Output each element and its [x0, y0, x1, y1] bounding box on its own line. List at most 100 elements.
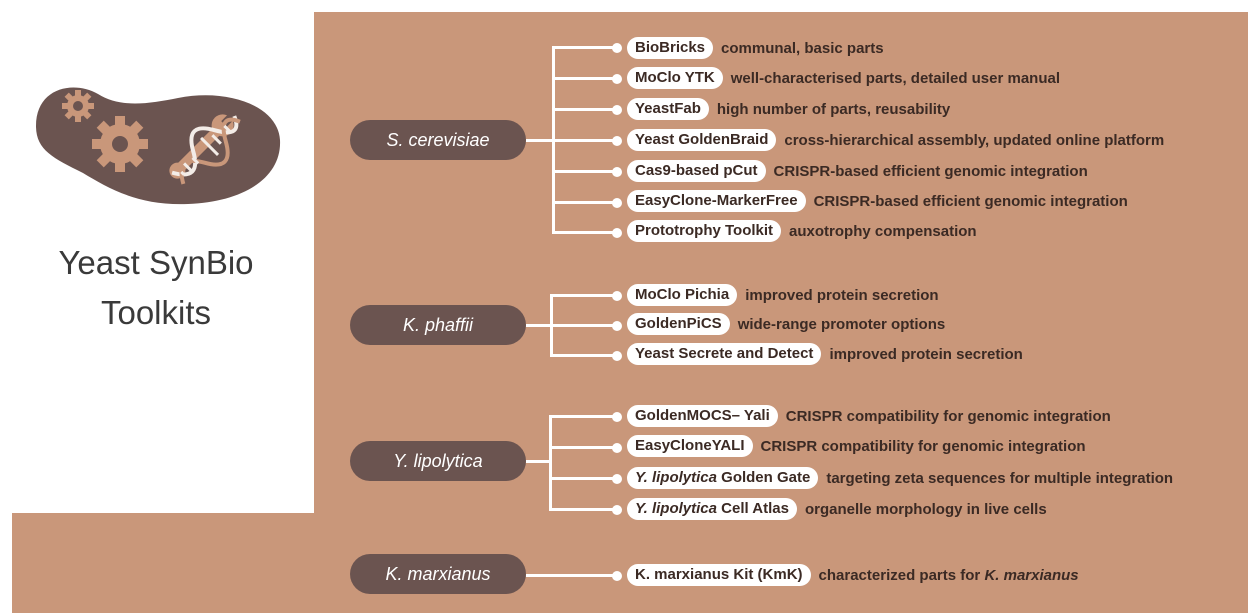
title-line-2: Toolkits — [100, 294, 212, 331]
species-pill-y-lipolytica: Y. lipolytica — [350, 441, 526, 481]
connector-dot — [612, 412, 622, 422]
connector — [549, 415, 614, 418]
connector-dot — [612, 505, 622, 515]
toolkit-row: BioBricks communal, basic parts — [627, 37, 884, 59]
toolkit-desc: cross-hierarchical assembly, updated onl… — [784, 131, 1165, 149]
toolkit-row: K. marxianus Kit (KmK) characterized part… — [627, 564, 1079, 586]
connector-dot — [612, 228, 622, 238]
toolkit-row: GoldenPiCS wide-range promoter options — [627, 313, 945, 335]
connector — [526, 460, 552, 463]
toolkit-desc: CRISPR-based efficient genomic integrati… — [813, 192, 1128, 210]
toolkit-desc: targeting zeta sequences for multiple in… — [826, 469, 1174, 487]
connector-dot — [612, 571, 622, 581]
toolkit-name: EasyClone-MarkerFree — [627, 190, 806, 212]
toolkit-name-rest: Golden Gate — [716, 469, 811, 486]
toolkit-desc: improved protein secretion — [829, 345, 1023, 363]
species-label: S. cerevisiae — [386, 129, 490, 150]
toolkit-name-rest: Cell Atlas — [716, 500, 789, 517]
toolkit-row: Yeast Secrete and Detect improved protein… — [627, 343, 1023, 365]
connector — [549, 477, 614, 480]
gear-icon — [92, 116, 148, 172]
connector-dot — [612, 105, 622, 115]
species-pill-s-cerevisiae: S. cerevisiae — [350, 120, 526, 160]
toolkit-name: GoldenPiCS — [627, 313, 730, 335]
species-name-italic: K. marxianus — [984, 566, 1079, 584]
connector — [550, 354, 614, 357]
connector — [552, 108, 614, 111]
toolkit-name: MoClo YTK — [627, 67, 723, 89]
connector-dot — [612, 443, 622, 453]
toolkit-row: Y. lipolytica Cell Atlas organelle morpho… — [627, 498, 1047, 520]
connector — [526, 139, 554, 142]
toolkit-desc: communal, basic parts — [721, 39, 884, 57]
toolkit-name: Yeast GoldenBraid — [627, 129, 777, 151]
toolkit-desc: well-characterised parts, detailed user … — [730, 69, 1061, 87]
toolkit-row: EasyClone-MarkerFree CRISPR-based efficie… — [627, 190, 1128, 212]
species-pill-k-phaffii: K. phaffii — [350, 305, 526, 345]
toolkit-row: Yeast GoldenBraid cross-hierarchical asse… — [627, 129, 1164, 151]
toolkit-desc: wide-range promoter options — [737, 315, 946, 333]
connector — [552, 77, 614, 80]
toolkit-desc: CRISPR-based efficient genomic integrati… — [773, 162, 1088, 180]
toolkit-row: Cas9-based pCut CRISPR-based efficient ge… — [627, 160, 1088, 182]
connector-dot — [612, 474, 622, 484]
toolkit-name: K. marxianus Kit (KmK) — [627, 564, 811, 586]
toolkit-name: BioBricks — [627, 37, 714, 59]
toolkit-row: MoClo Pichia improved protein secretion — [627, 284, 939, 306]
toolkit-desc: CRISPR compatibility for genomic integra… — [760, 437, 1086, 455]
toolkit-name: Cas9-based pCut — [627, 160, 766, 182]
toolkit-row: Prototrophy Toolkit auxotrophy compensati… — [627, 220, 977, 242]
species-label: K. phaffii — [402, 314, 474, 335]
toolkit-row: YeastFab high number of parts, reusabilit… — [627, 98, 950, 120]
bottom-band — [12, 513, 1248, 613]
connector-dot — [612, 43, 622, 53]
page-title: Yeast SynBio Toolkits — [40, 238, 272, 338]
connector-dot — [612, 291, 622, 301]
toolkit-row: EasyCloneYALI CRISPR compatibility for ge… — [627, 435, 1086, 457]
toolkit-desc: high number of parts, reusability — [716, 100, 951, 118]
connector-dot — [612, 198, 622, 208]
connector — [549, 508, 614, 511]
connector — [526, 324, 554, 327]
logo — [36, 87, 281, 205]
connector — [552, 170, 614, 173]
toolkit-name: Prototrophy Toolkit — [627, 220, 782, 242]
connector-dot — [612, 167, 622, 177]
toolkit-name: EasyCloneYALI — [627, 435, 753, 457]
species-name-italic: Y. lipolytica — [635, 469, 717, 486]
toolkit-desc: organelle morphology in live cells — [804, 500, 1047, 518]
toolkit-name: Y. lipolytica Cell Atlas — [627, 498, 797, 520]
toolkit-row: MoClo YTK well-characterised parts, detai… — [627, 67, 1060, 89]
toolkit-desc: characterized parts for K. marxianus — [819, 567, 1079, 584]
bracket — [549, 415, 552, 510]
connector-dot — [612, 321, 622, 331]
connector — [552, 46, 614, 49]
connector — [550, 294, 614, 297]
toolkit-row: Y. lipolytica Golden Gate targeting zeta … — [627, 467, 1173, 489]
toolkit-desc: auxotrophy compensation — [789, 222, 977, 240]
connector-dot — [612, 74, 622, 84]
species-name-italic: Y. lipolytica — [635, 500, 717, 517]
connector — [550, 324, 614, 327]
toolkit-desc: CRISPR compatibility for genomic integra… — [785, 407, 1111, 425]
toolkit-name: GoldenMOCS– Yali — [627, 405, 778, 427]
toolkit-row: GoldenMOCS– Yali CRISPR compatibility for… — [627, 405, 1111, 427]
connector — [552, 201, 614, 204]
connector — [549, 446, 614, 449]
toolkit-name: YeastFab — [627, 98, 709, 120]
connector — [526, 574, 614, 577]
toolkit-desc-text: characterized parts for — [818, 566, 985, 584]
toolkit-name: MoClo Pichia — [627, 284, 738, 306]
species-pill-k-marxianus: K. marxianus — [350, 554, 526, 594]
species-label: Y. lipolytica — [393, 450, 483, 471]
toolkit-name: Yeast Secrete and Detect — [627, 343, 822, 365]
species-label: K. marxianus — [385, 563, 491, 584]
connector-dot — [612, 351, 622, 361]
connector — [552, 231, 614, 234]
connector-dot — [612, 136, 622, 146]
dna-icon — [171, 115, 241, 185]
connector — [552, 139, 614, 142]
toolkit-name: Y. lipolytica Golden Gate — [627, 467, 819, 489]
toolkit-desc: improved protein secretion — [745, 286, 939, 304]
title-line-1: Yeast SynBio — [58, 244, 254, 281]
